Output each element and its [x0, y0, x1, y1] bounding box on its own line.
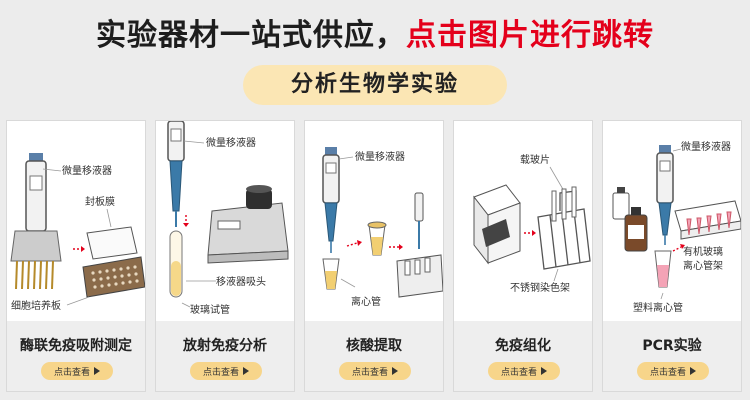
view-button-label: 点击查看: [351, 367, 388, 378]
label-pipette: 微量移液器: [206, 136, 256, 149]
sealing-film: [86, 226, 138, 260]
arrow-right-icon: [73, 246, 85, 252]
card-ihc[interactable]: 载玻片: [453, 120, 593, 392]
pipette-display: [29, 175, 43, 191]
view-button[interactable]: 点击查看: [637, 362, 709, 380]
card-grid: 微量移液器 封板膜 细胞培养板: [6, 120, 746, 392]
play-triangle-icon: [392, 367, 398, 375]
card-illustration[interactable]: 载玻片: [454, 121, 592, 321]
label-pipette: 微量移液器: [681, 140, 731, 153]
card-nucleic-acid[interactable]: 微量移液器: [304, 120, 444, 392]
arrow-down-icon: [183, 215, 189, 227]
card-illustration[interactable]: 微量移液器: [305, 121, 444, 321]
view-button-label: 点击查看: [500, 367, 537, 378]
card-illustration[interactable]: 微量移液器 移液器吸头 玻璃试管: [156, 120, 294, 321]
card-ria[interactable]: 微量移液器 移液器吸头 玻璃试管: [155, 120, 295, 392]
arrow-right-icon: [389, 244, 403, 250]
play-triangle-icon: [690, 367, 696, 375]
view-button[interactable]: 点击查看: [41, 362, 113, 380]
headline-part2: 点击图片进行跳转: [406, 18, 654, 53]
pipette-body: [25, 160, 47, 232]
card-footer: [156, 321, 294, 391]
view-button[interactable]: 点击查看: [488, 362, 560, 380]
card-title: PCR实验: [642, 338, 702, 354]
label-slide: 载玻片: [520, 153, 550, 166]
headline: 实验器材一站式供应，点击图片进行跳转: [0, 10, 750, 54]
arrow-right-icon: [672, 244, 685, 252]
card-illustration[interactable]: 微量移液器 有机玻璃: [603, 121, 742, 321]
card-footer: [305, 321, 443, 391]
play-triangle-icon: [94, 367, 100, 375]
card-title: 核酸提取: [346, 338, 402, 354]
label-rack-line1: 有机玻璃: [683, 245, 723, 258]
view-button[interactable]: 点击查看: [339, 362, 411, 380]
ria-illustration: 微量移液器 移液器吸头 玻璃试管: [167, 120, 289, 316]
card-illustration[interactable]: 微量移液器 封板膜 细胞培养板: [7, 121, 146, 321]
card-elisa[interactable]: 微量移液器 封板膜 细胞培养板: [6, 120, 146, 392]
view-button[interactable]: 点击查看: [190, 362, 262, 380]
label-tip: 移液器吸头: [216, 275, 266, 288]
label-rack: 不锈钢染色架: [510, 281, 570, 294]
elisa-illustration: 微量移液器 封板膜 细胞培养板: [10, 153, 146, 312]
label-tube: 玻璃试管: [190, 303, 230, 316]
label-pipette: 微量移液器: [355, 150, 405, 163]
pcr-illustration: 微量移液器 有机玻璃: [612, 140, 742, 314]
card-footer: [7, 321, 145, 391]
label-film: 封板膜: [85, 195, 115, 208]
card-title: 酶联免疫吸附测定: [20, 338, 132, 354]
arrow-right-icon: [346, 240, 362, 247]
label-pipette: 微量移液器: [62, 164, 112, 177]
card-footer: [454, 321, 592, 391]
pipette-manifold: [10, 230, 62, 262]
card-title: 免疫组化: [495, 338, 551, 354]
view-button-label: 点击查看: [649, 367, 686, 378]
label-rack-line2: 离心管架: [683, 259, 723, 272]
section-pill: 分析生物学实验: [243, 65, 507, 105]
headline-part1: 实验器材一站式供应，: [96, 18, 406, 53]
view-button-label: 点击查看: [202, 367, 239, 378]
label-tube: 离心管: [351, 295, 381, 308]
nucleic-acid-illustration: 微量移液器: [322, 147, 444, 308]
arrow-right-icon: [524, 230, 536, 236]
section-pill-label: 分析生物学实验: [290, 72, 459, 97]
play-triangle-icon: [541, 367, 547, 375]
card-footer: [603, 321, 741, 391]
card-pcr[interactable]: 微量移液器 有机玻璃: [602, 120, 742, 392]
play-triangle-icon: [243, 367, 249, 375]
label-tube: 塑料离心管: [633, 301, 683, 314]
label-plate: 细胞培养板: [11, 299, 61, 312]
pipette-shaft: [169, 160, 183, 212]
card-title: 放射免疫分析: [183, 338, 267, 354]
ihc-illustration: 载玻片: [473, 153, 591, 294]
pipette-body: [322, 154, 340, 204]
pipette-plunger: [29, 153, 43, 161]
view-button-label: 点击查看: [53, 367, 90, 378]
